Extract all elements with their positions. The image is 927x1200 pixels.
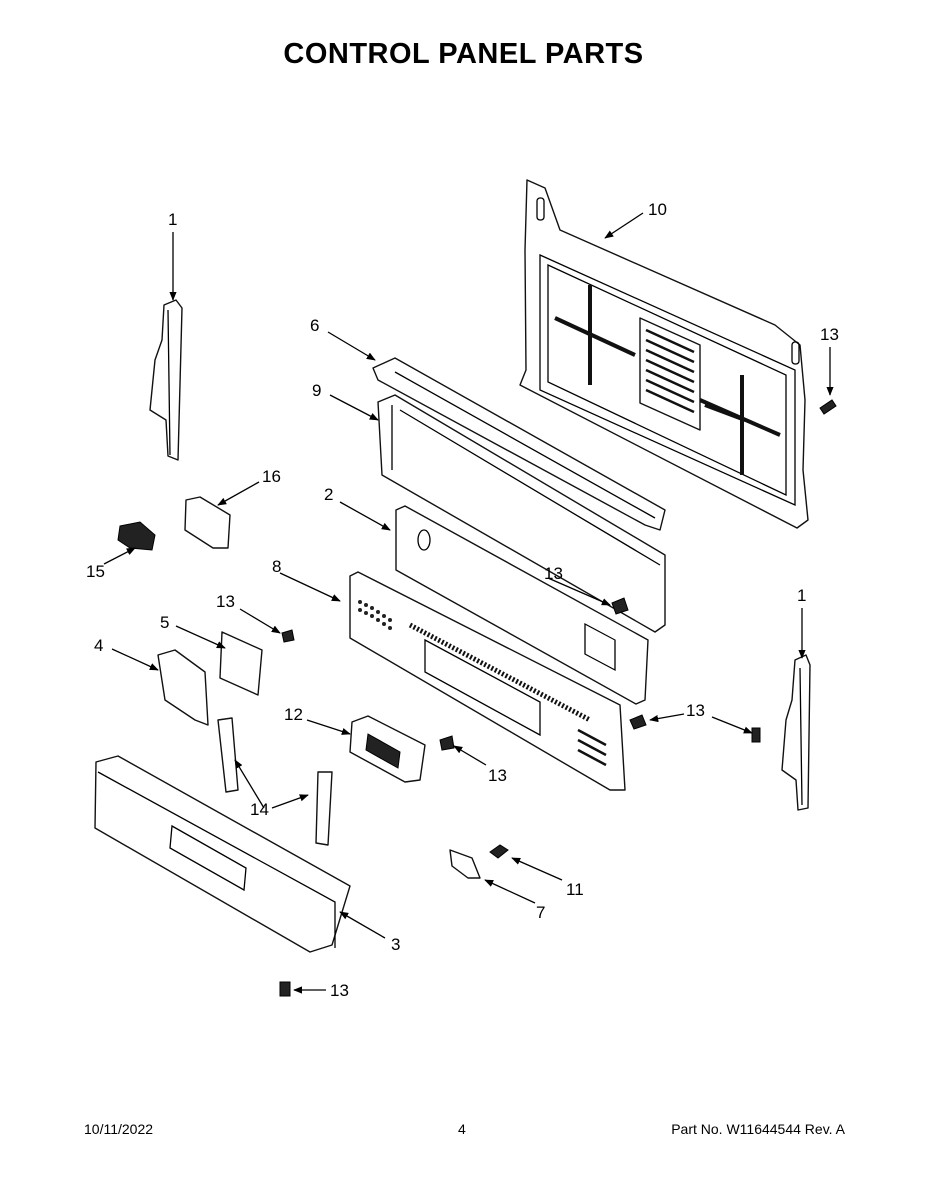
part-3-console [94, 755, 351, 953]
part-9-bracket [377, 394, 666, 633]
part-14-clip-a [217, 717, 239, 793]
part-2-shield [395, 505, 649, 705]
leader-lines [103, 212, 834, 994]
part-11-screw [489, 844, 509, 859]
callout-8: 8 [272, 557, 281, 576]
part-4-bracket [157, 649, 209, 726]
part-1-left-endcap [149, 299, 183, 461]
footer-page-number: 4 [458, 1121, 466, 1137]
callout-15: 15 [86, 562, 105, 581]
callout-2: 2 [324, 485, 333, 504]
part-8-housing [349, 571, 626, 791]
page-title: CONTROL PANEL PARTS [283, 38, 644, 70]
callout-13b: 13 [544, 564, 563, 583]
screws-13 [279, 399, 837, 997]
part-14-clip-b [315, 771, 333, 846]
part-1-right-endcap [781, 654, 811, 811]
part-12-control-module [349, 715, 426, 783]
callout-7: 7 [536, 903, 545, 922]
callout-12: 12 [284, 705, 303, 724]
part-7-clip [449, 849, 481, 879]
part-5-board [219, 631, 263, 696]
footer-part-number: Part No. W11644544 Rev. A [671, 1121, 845, 1137]
part-10-rear-panel [519, 179, 809, 529]
callout-13a: 13 [820, 325, 839, 344]
part-15-switch [117, 521, 156, 551]
callout-13f: 13 [330, 981, 349, 1000]
callout-5: 5 [160, 613, 169, 632]
callout-6: 6 [310, 316, 319, 335]
callout-3: 3 [391, 935, 400, 954]
callout-16: 16 [262, 467, 281, 486]
callout-1a: 1 [168, 210, 177, 229]
callouts: 1 1 10 6 9 13 2 16 15 8 13 13 5 4 13 12 … [86, 200, 839, 1000]
callout-11: 11 [566, 880, 584, 899]
callout-10: 10 [648, 200, 667, 219]
callout-13e: 13 [488, 766, 507, 785]
callout-13d: 13 [686, 701, 705, 720]
callout-1b: 1 [797, 586, 806, 605]
part-16-bracket [184, 496, 231, 549]
callout-13c: 13 [216, 592, 235, 611]
callout-4: 4 [94, 636, 103, 655]
footer-date: 10/11/2022 [84, 1121, 154, 1137]
callout-14: 14 [250, 800, 269, 819]
part-6-panel-support [372, 357, 666, 531]
callout-9: 9 [312, 381, 321, 400]
